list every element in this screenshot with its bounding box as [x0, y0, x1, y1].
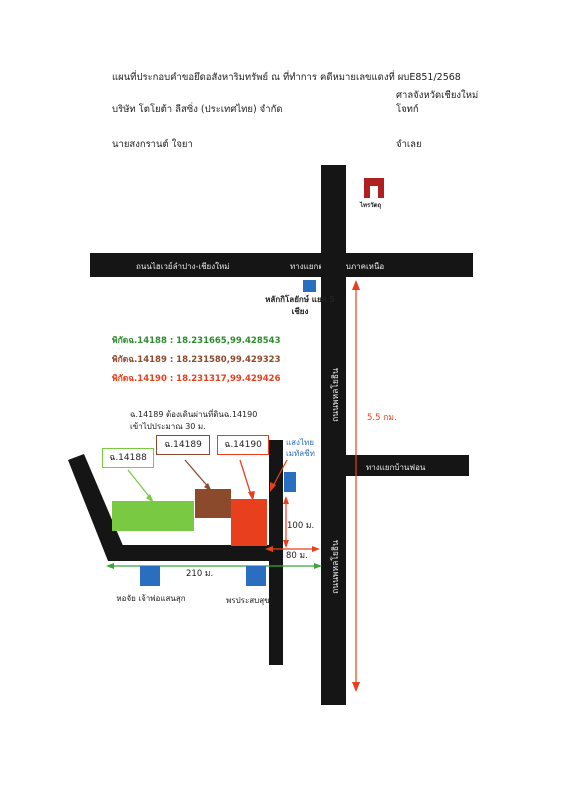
plaintiff-role: โจทก์ [396, 104, 419, 115]
km-marker-icon [303, 280, 316, 292]
distance-5-5km: 5.5 กม. [367, 413, 397, 423]
logo-text: ไทรวัตถุ [360, 202, 382, 209]
sangthai-label: แสงไทย เมทัลชีท [286, 438, 315, 458]
shrine-marker-icon [140, 566, 160, 586]
logo-mark [364, 178, 384, 198]
parcel-14190 [231, 499, 267, 546]
label-14189: ฉ.14189 [156, 435, 210, 455]
km-marker-label: หลักกิโลยักษ์ แยก 5 เชียง [265, 295, 335, 316]
access-note-line2: เข้าไปประมาณ 30 ม. [130, 422, 206, 431]
highway-label: ถนนไฮเวย์ลำปาง-เชียงใหม่ [136, 262, 230, 271]
banfon-road [346, 455, 469, 476]
court-name: ศาลจังหวัดเชียงใหม่ [396, 90, 479, 101]
diagonal-road [68, 454, 124, 561]
label-14190: ฉ.14190 [217, 435, 269, 455]
sangthai-marker-icon [284, 472, 296, 492]
coord-14188: พิกัดฉ.14188 : 18.231665,99.428543 [112, 336, 281, 346]
parcel-14189 [195, 489, 231, 518]
phahonyothin-road [321, 165, 346, 705]
banfon-junction-label: ทางแยกบ้านฟอน [366, 463, 426, 472]
distance-210m: 210 ม. [186, 569, 214, 579]
parcel-14188 [112, 501, 194, 531]
plaintiff-name: บริษัท โตโยต้า ลีสซิ่ง (ประเทศไทย) จำกัด [112, 104, 283, 115]
highway-road [90, 253, 473, 277]
distance-80m: 80 ม. [286, 551, 308, 561]
defendant-role: จำเลย [396, 139, 422, 150]
store-marker-icon [246, 566, 266, 586]
store-label: พรประสบสุข [226, 596, 270, 605]
distance-100m: 100 ม. [287, 521, 315, 531]
label-14188: ฉ.14188 [102, 448, 154, 468]
document-title: แผนที่ประกอบคำขอยึดอสังหาริมทรัพย์ ณ ที่… [112, 72, 461, 83]
defendant-name: นายสงกรานต์ ใจยา [112, 139, 193, 150]
shrine-label: หอจัย เจ้าพ่อแสนสุก [116, 594, 186, 603]
lower-road [108, 545, 283, 561]
coord-14190: พิกัดฉ.14190 : 18.231317,99.429426 [112, 374, 281, 384]
access-note-line1: ฉ.14189 ต้องเดินผ่านที่ดินฉ.14190 [130, 410, 258, 419]
coord-14189: พิกัดฉ.14189 : 18.231580,99.429323 [112, 355, 281, 365]
